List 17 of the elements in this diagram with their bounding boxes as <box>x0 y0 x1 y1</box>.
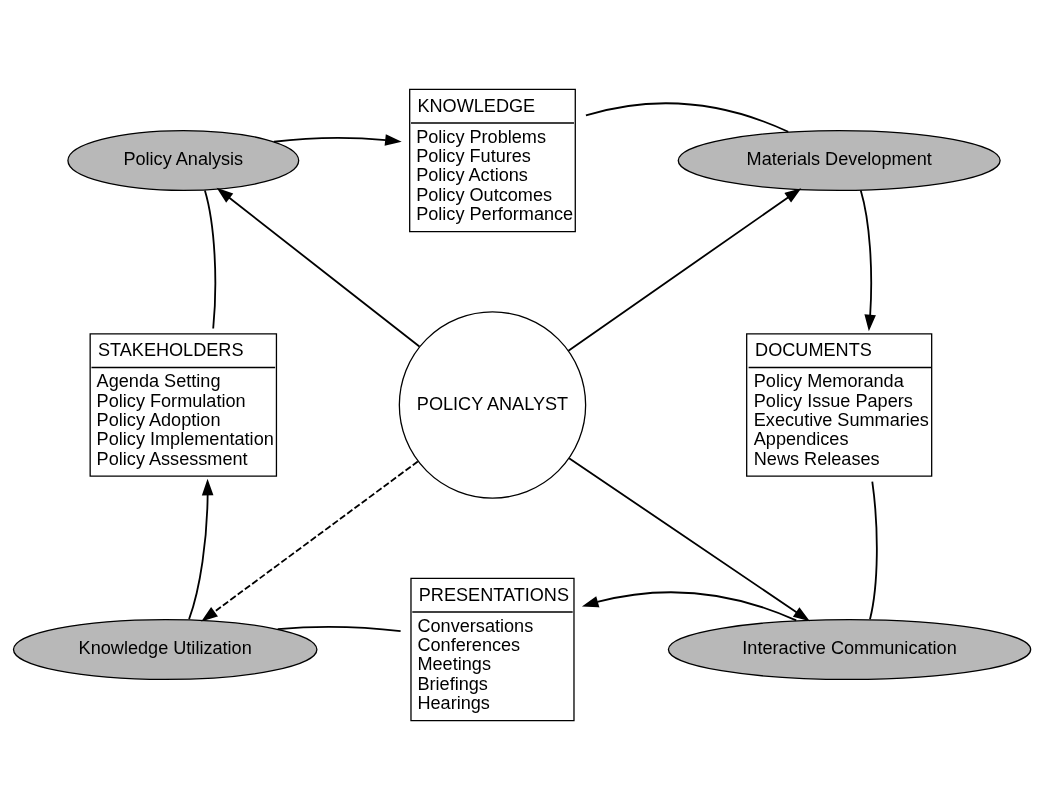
node-ellipse: Policy Analysis <box>67 129 300 192</box>
connector <box>585 102 790 133</box>
connector <box>276 625 402 633</box>
node-ellipse: Materials Development <box>677 129 1001 192</box>
arrow <box>188 478 214 621</box>
node-ellipse: Interactive Communication <box>667 618 1032 681</box>
node-circle: POLICY ANALYST <box>398 311 587 499</box>
arrow <box>216 187 421 348</box>
arrow <box>859 189 876 332</box>
connector <box>869 480 878 621</box>
arrow <box>581 591 798 622</box>
arrow <box>567 188 802 352</box>
connector <box>204 189 217 330</box>
arrow <box>272 134 402 146</box>
node-ellipse: Knowledge Utilization <box>12 618 318 681</box>
arrow <box>568 457 810 622</box>
arrow <box>201 460 419 622</box>
